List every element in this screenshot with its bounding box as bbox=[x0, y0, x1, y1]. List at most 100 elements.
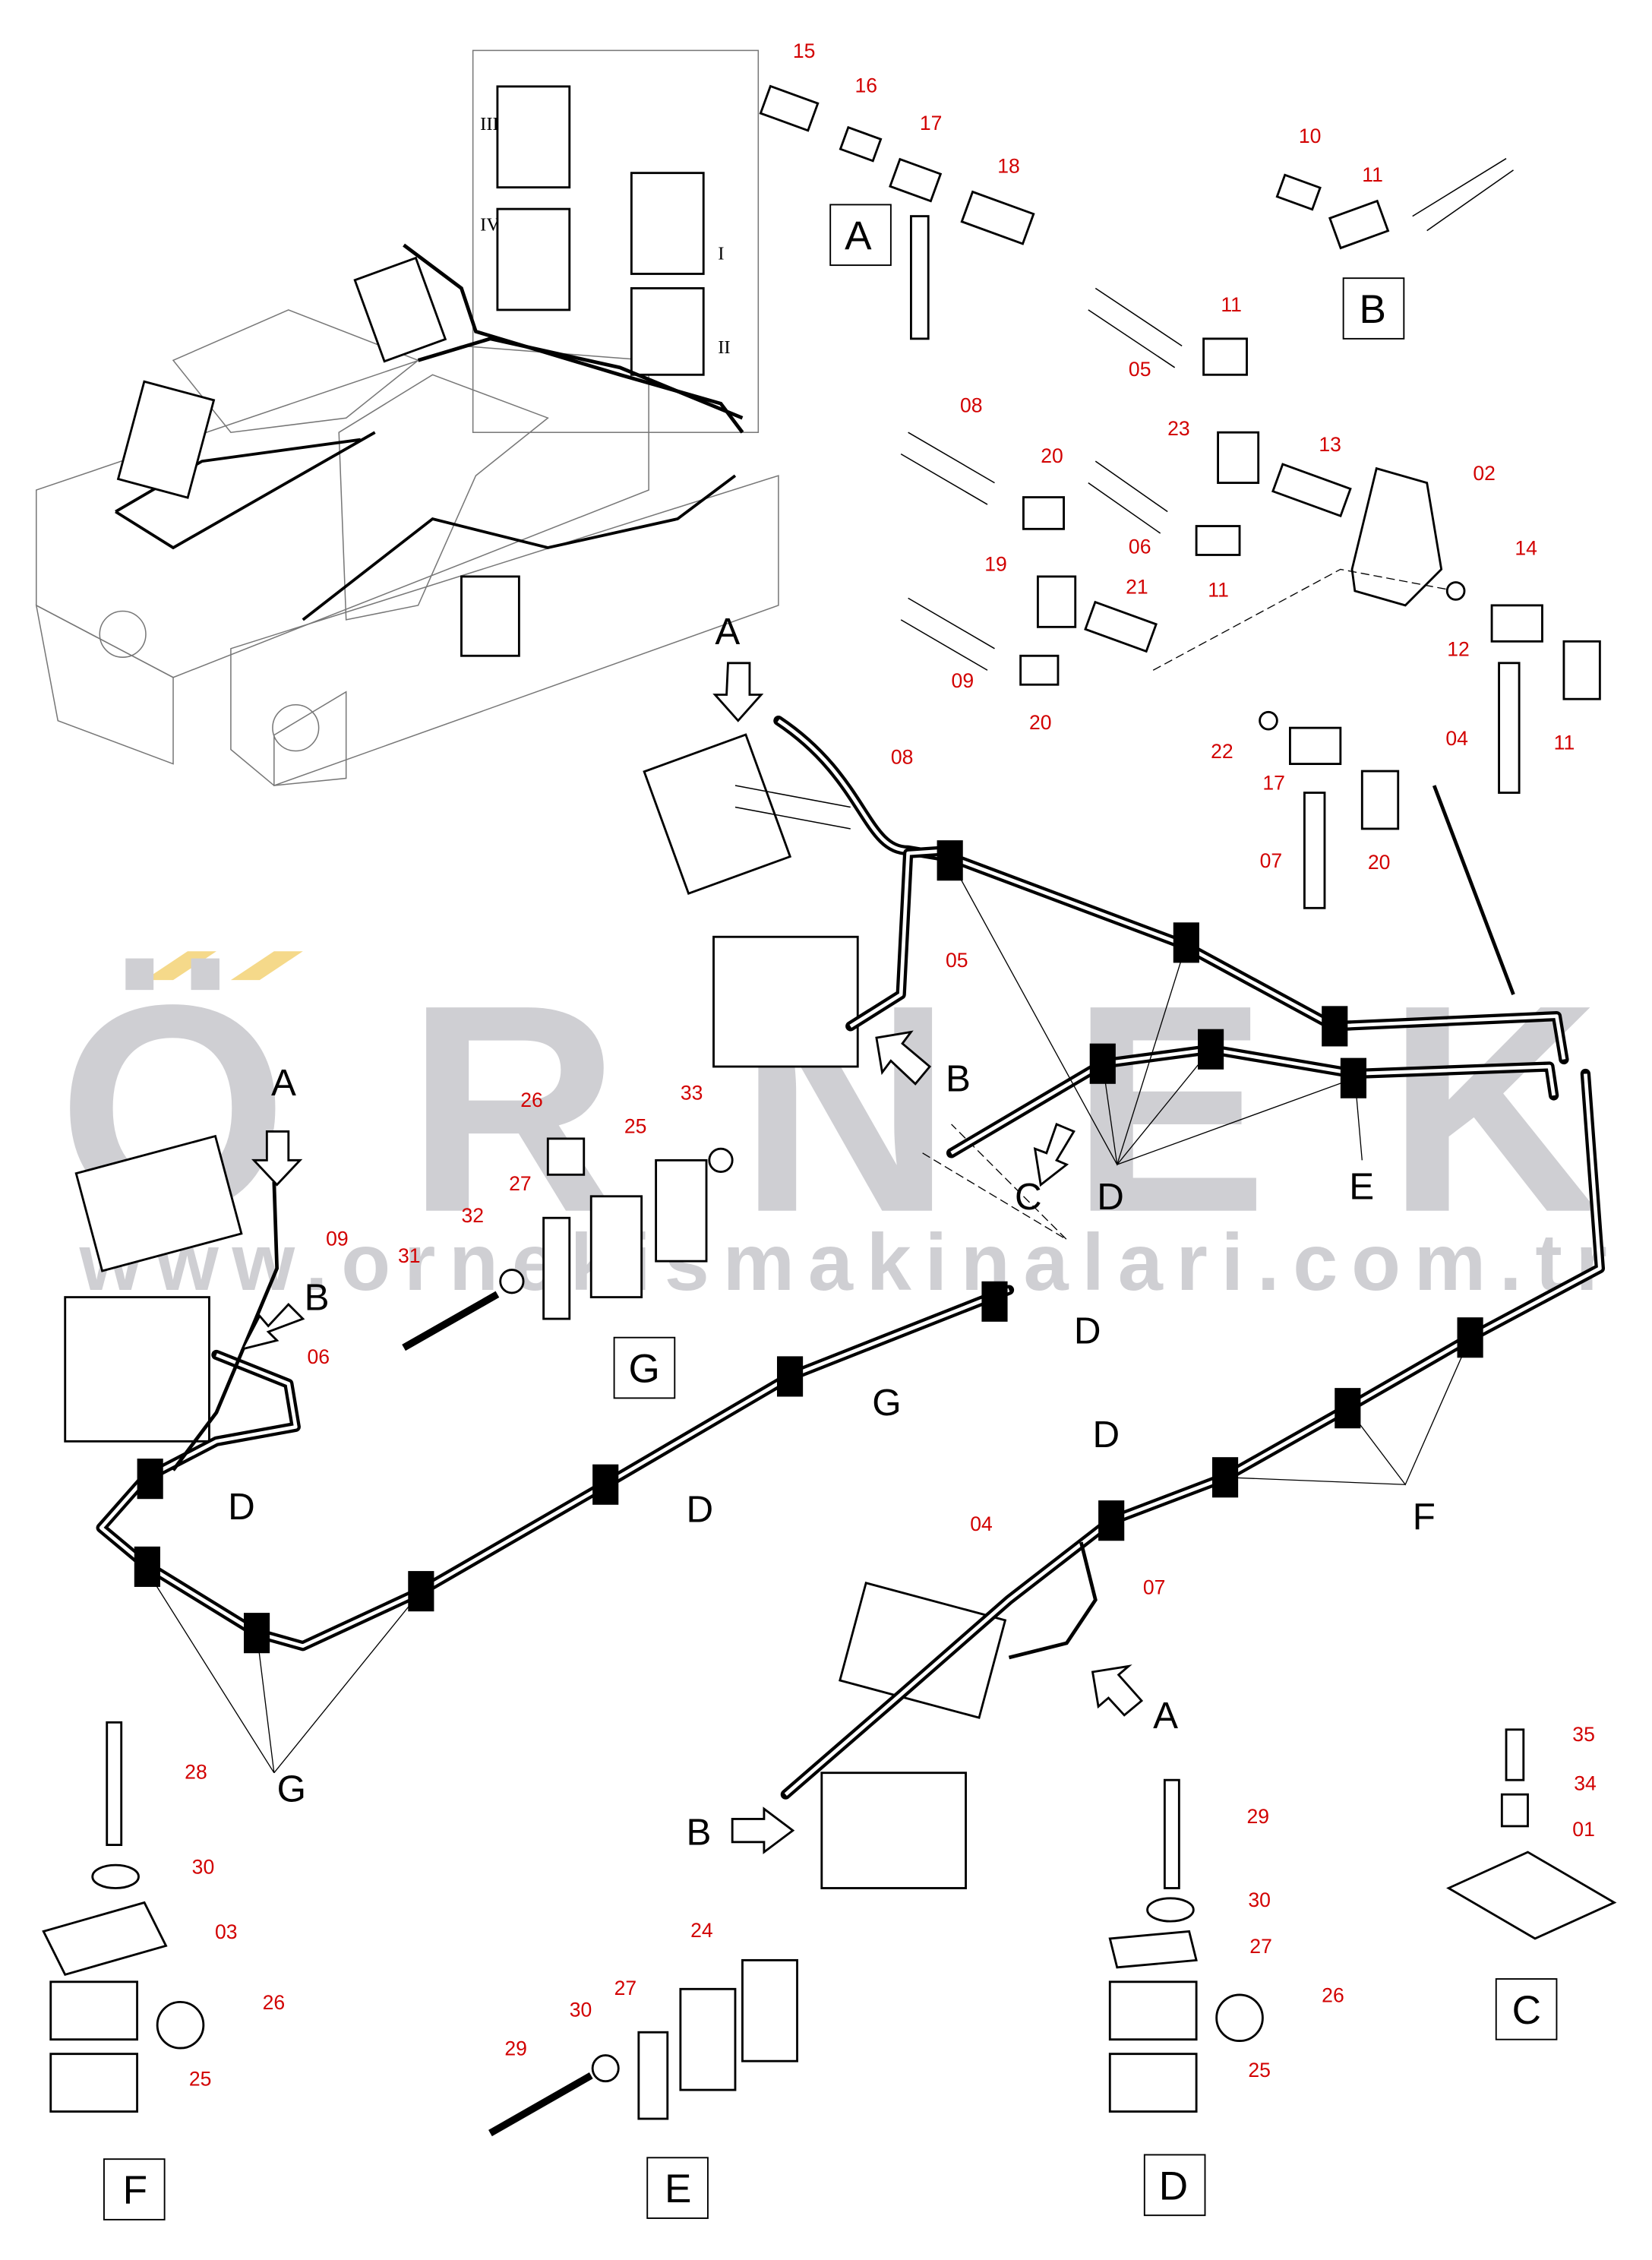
clamp-kits bbox=[42, 1137, 1617, 2137]
arrow-icon bbox=[1033, 1123, 1076, 1187]
kit-G bbox=[402, 1137, 734, 1351]
callout: 22 bbox=[1211, 740, 1233, 763]
callout: 35 bbox=[1572, 1723, 1595, 1746]
view-letter: E bbox=[1349, 1166, 1374, 1208]
panel-numeral: II bbox=[718, 337, 730, 358]
callout: 12 bbox=[1447, 637, 1470, 660]
view-letter: B bbox=[686, 1812, 711, 1854]
clamp bbox=[1173, 922, 1199, 963]
callout: 07 bbox=[1143, 1576, 1166, 1598]
motor-bottom bbox=[820, 1581, 1007, 1889]
view-letter: G bbox=[872, 1382, 901, 1424]
callout: 20 bbox=[1041, 444, 1063, 467]
motor-left bbox=[64, 1134, 243, 1443]
callout: 20 bbox=[1368, 851, 1391, 874]
callout: 05 bbox=[946, 949, 968, 972]
kit-C bbox=[1446, 1728, 1617, 1940]
clamp bbox=[137, 1459, 163, 1500]
callout: 17 bbox=[920, 112, 943, 134]
clamp bbox=[592, 1464, 619, 1505]
callout: 30 bbox=[570, 1998, 592, 2021]
leader-lines bbox=[144, 861, 1471, 1774]
callout: 04 bbox=[970, 1512, 993, 1535]
callout: 04 bbox=[1445, 727, 1468, 750]
callout: 05 bbox=[1129, 358, 1151, 381]
panel-numeral: III bbox=[480, 114, 499, 134]
callout: 16 bbox=[854, 74, 877, 96]
view-arrows bbox=[240, 662, 1144, 1854]
clamp bbox=[1322, 1006, 1348, 1047]
callout: 06 bbox=[307, 1345, 330, 1368]
callout: 28 bbox=[185, 1760, 207, 1783]
callout: 11 bbox=[1221, 293, 1242, 316]
motors bbox=[64, 733, 1007, 1889]
kit-D bbox=[1108, 1778, 1264, 2113]
callout: 03 bbox=[215, 1920, 238, 1943]
detail-box-G: G bbox=[629, 1347, 660, 1392]
detail-box-C: C bbox=[1512, 1988, 1541, 2033]
view-letter: G bbox=[277, 1768, 306, 1810]
callout: 18 bbox=[997, 155, 1020, 178]
part-callouts: 15 16 17 18 10 11 11 05 23 13 02 08 20 0… bbox=[185, 40, 1597, 2091]
arrow-icon bbox=[1091, 1664, 1144, 1717]
callout: 02 bbox=[1473, 462, 1496, 485]
callout: 21 bbox=[1126, 576, 1148, 599]
callout: 07 bbox=[1260, 849, 1283, 872]
hose-clamps bbox=[134, 840, 1483, 1654]
callout: 34 bbox=[1574, 1772, 1597, 1794]
motor-top bbox=[643, 733, 859, 1068]
callout: 19 bbox=[984, 552, 1007, 575]
arrow-icon bbox=[731, 1806, 795, 1854]
callout: 30 bbox=[192, 1856, 215, 1879]
detail-boxes: A B C D E F G bbox=[103, 204, 1558, 2220]
clamp bbox=[937, 840, 963, 881]
callout: 32 bbox=[461, 1204, 484, 1227]
callout: 25 bbox=[1248, 2059, 1271, 2081]
watermark-accent bbox=[144, 951, 216, 981]
callout: 15 bbox=[793, 40, 816, 62]
fittings-exploded bbox=[759, 84, 1601, 1241]
callout: 31 bbox=[398, 1244, 421, 1267]
view-letters: A B C D E A B D D G D D F G A B bbox=[228, 611, 1436, 1853]
callout: 29 bbox=[1247, 1805, 1270, 1828]
callout: 14 bbox=[1515, 536, 1537, 559]
callout: 29 bbox=[504, 2037, 527, 2060]
callout: 08 bbox=[891, 746, 914, 769]
callout: 06 bbox=[1129, 536, 1151, 558]
view-letter: F bbox=[1413, 1496, 1436, 1538]
clamp bbox=[1089, 1043, 1116, 1084]
callout: 20 bbox=[1029, 711, 1052, 734]
clamp bbox=[981, 1281, 1008, 1322]
callout: 25 bbox=[189, 2067, 212, 2090]
callout: 01 bbox=[1572, 1818, 1595, 1841]
view-letter: B bbox=[946, 1057, 971, 1099]
view-letter: A bbox=[271, 1062, 296, 1104]
panel-numeral: I bbox=[718, 244, 724, 264]
detail-box-E: E bbox=[665, 2167, 691, 2211]
detail-box-A: A bbox=[845, 213, 872, 258]
clamp bbox=[1098, 1500, 1125, 1541]
view-letter: D bbox=[1074, 1310, 1101, 1351]
callout: 24 bbox=[690, 1919, 713, 1942]
callout: 26 bbox=[520, 1089, 543, 1111]
callout: 10 bbox=[1299, 125, 1322, 147]
arrow-icon bbox=[251, 1130, 303, 1187]
callout: 25 bbox=[624, 1114, 647, 1137]
callout: 11 bbox=[1208, 578, 1229, 601]
view-letter: C bbox=[1015, 1176, 1042, 1218]
bracket-02 bbox=[1350, 466, 1443, 607]
machine-overview: III IV I II bbox=[35, 49, 779, 786]
view-letter: D bbox=[1097, 1176, 1124, 1218]
kit-E bbox=[488, 1958, 798, 2137]
detail-box-F: F bbox=[123, 2168, 147, 2213]
detail-box-B: B bbox=[1360, 287, 1386, 332]
callout: 26 bbox=[263, 1991, 286, 2014]
callout: 09 bbox=[952, 669, 974, 692]
callout: 26 bbox=[1322, 1983, 1344, 2006]
callout: 09 bbox=[326, 1227, 349, 1250]
clamp bbox=[776, 1356, 804, 1397]
view-letter: A bbox=[1153, 1695, 1178, 1737]
view-letter: A bbox=[715, 611, 740, 653]
callout: 13 bbox=[1319, 433, 1341, 456]
